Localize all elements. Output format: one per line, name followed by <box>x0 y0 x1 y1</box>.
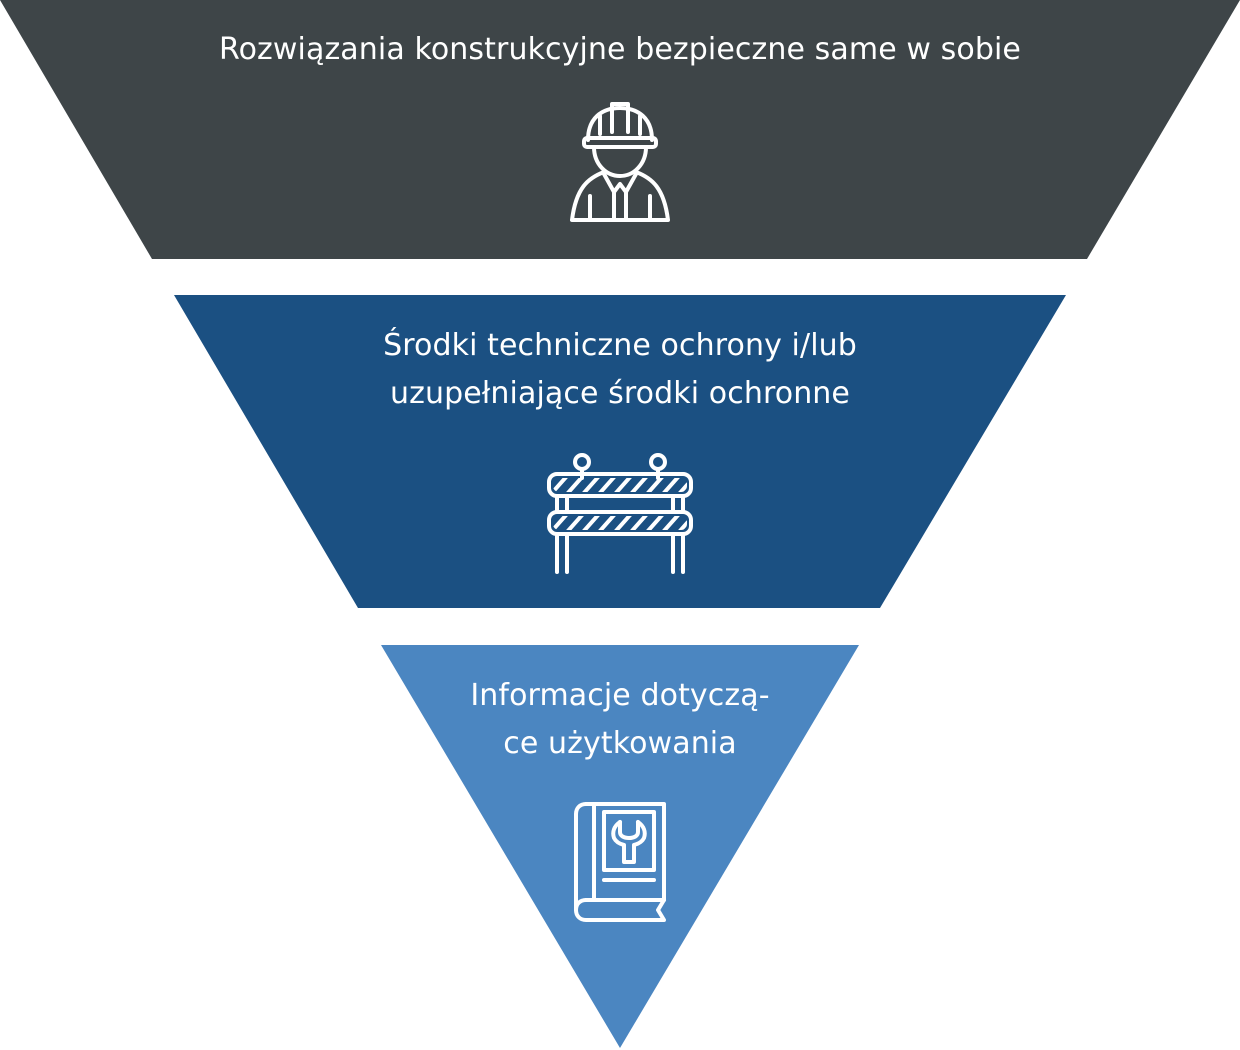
level-2-trapezoid <box>174 295 1066 608</box>
level-2-label-line-1: Środki techniczne ochrony i/lub <box>383 328 857 363</box>
level-2-label: Środki techniczne ochrony i/lub uzupełni… <box>270 322 970 418</box>
level-2-label-line-2: uzupełniające środki ochronne <box>390 376 850 411</box>
level-3-label: Informacje dotyczą- ce użytkowania <box>400 672 840 768</box>
level-3-label-line-2: ce użytkowania <box>503 726 737 761</box>
level-1-label: Rozwiązania konstrukcyjne bezpieczne sam… <box>120 26 1120 74</box>
level-3-label-line-1: Informacje dotyczą- <box>470 678 770 713</box>
manual-book-wrench-icon <box>570 800 670 924</box>
level-3-triangle <box>381 645 859 1048</box>
level-1-trapezoid <box>0 0 1240 259</box>
construction-worker-icon <box>568 100 672 224</box>
road-barrier-icon <box>545 450 695 574</box>
level-1-label-line: Rozwiązania konstrukcyjne bezpieczne sam… <box>219 32 1021 67</box>
